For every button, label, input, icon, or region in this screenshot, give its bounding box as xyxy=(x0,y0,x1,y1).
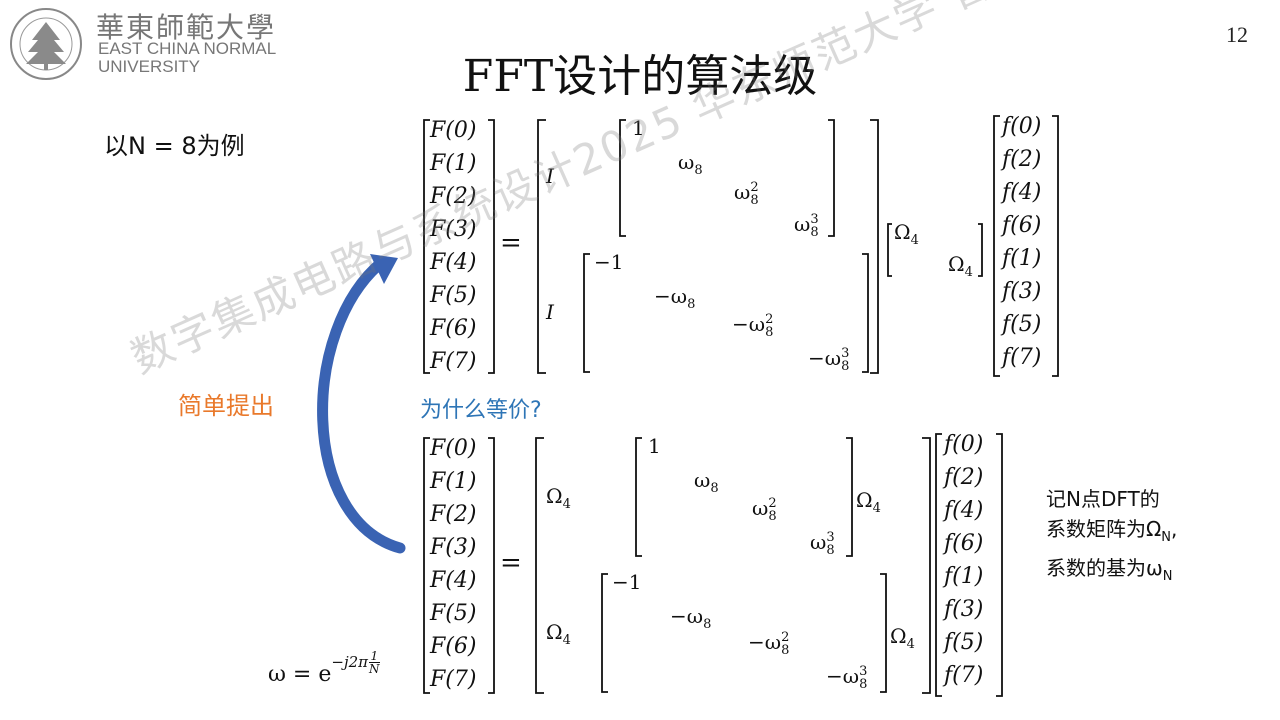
twiddle-entry: −1 xyxy=(594,250,624,274)
omega4-entry: Ω4 xyxy=(948,252,973,280)
identity-I: I xyxy=(546,300,554,324)
f-entry: f(3) xyxy=(1002,279,1042,304)
F-entry: F(6) xyxy=(430,634,477,659)
F-entry: F(2) xyxy=(430,502,477,527)
omega4-entry: Ω4 xyxy=(894,220,919,248)
question-label: 为什么等价? xyxy=(420,398,542,423)
twiddle-entry: ω8 xyxy=(678,150,703,178)
F-entry: F(3) xyxy=(430,535,477,560)
omega4-entry: Ω4 xyxy=(546,484,571,512)
top-f-vector: f(0) f(2) f(4) f(6) f(1) f(3) f(5) f(7) xyxy=(1002,110,1041,374)
f-entry: f(5) xyxy=(1002,312,1042,337)
omega4-entry: Ω4 xyxy=(546,620,571,648)
top-F-vector: F(0) F(1) F(2) F(3) F(4) F(5) F(6) F(7) xyxy=(430,114,476,378)
note-line-3: 系数的基为ωN xyxy=(1046,556,1173,584)
simplify-label: 简单提出 xyxy=(178,392,274,420)
twiddle-entry: −1 xyxy=(612,570,642,594)
note-line-1: 记N点DFT的 xyxy=(1046,487,1160,511)
F-entry: F(0) xyxy=(430,118,477,143)
page-number: 12 xyxy=(1226,22,1248,47)
f-entry: f(1) xyxy=(1002,246,1042,271)
definition-note: 记N点DFT的 系数矩阵为ΩN, 系数的基为ωN xyxy=(1046,484,1177,592)
identity-I: I xyxy=(546,164,554,188)
f-entry: f(3) xyxy=(944,597,984,622)
twiddle-entry: 1 xyxy=(632,116,645,140)
arrow-head-icon xyxy=(370,254,398,284)
F-entry: F(5) xyxy=(430,601,477,626)
twiddle-entry: 1 xyxy=(648,434,661,458)
twiddle-entry: ω8 xyxy=(694,468,719,496)
slide-title: FFT设计的算法级 xyxy=(462,51,818,102)
F-entry: F(1) xyxy=(430,151,477,176)
F-entry: F(5) xyxy=(430,283,477,308)
f-entry: f(7) xyxy=(944,663,984,688)
f-entry: f(2) xyxy=(1002,147,1042,172)
curved-arrow xyxy=(317,256,406,554)
omega4-entry: Ω4 xyxy=(856,488,881,516)
logo-english-line2: UNIVERSITY xyxy=(98,57,201,76)
f-entry: f(7) xyxy=(1002,345,1042,370)
f-entry: f(2) xyxy=(944,465,984,490)
F-entry: F(4) xyxy=(430,568,477,593)
omega4-entry: Ω4 xyxy=(890,624,915,652)
equals-sign: = xyxy=(500,228,522,258)
university-seal-icon xyxy=(10,8,82,80)
note-line-2: 系数矩阵为ΩN, xyxy=(1046,517,1178,545)
F-entry: F(6) xyxy=(430,316,477,341)
example-label: 以N = 8为例 xyxy=(104,132,245,160)
twiddle-entry: −ω8 xyxy=(670,604,712,632)
logo-english-line1: EAST CHINA NORMAL xyxy=(98,39,277,58)
F-entry: F(4) xyxy=(430,250,477,275)
bottom-F-vector: F(0) F(1) F(2) F(3) F(4) F(5) F(6) F(7) xyxy=(430,432,476,696)
F-entry: F(0) xyxy=(430,436,477,461)
F-entry: F(7) xyxy=(430,349,477,374)
F-entry: F(1) xyxy=(430,469,477,494)
F-entry: F(7) xyxy=(430,667,477,692)
F-entry: F(2) xyxy=(430,184,477,209)
logo-english-name: EAST CHINA NORMAL UNIVERSITY xyxy=(98,40,276,76)
bottom-f-vector: f(0) f(2) f(4) f(6) f(1) f(3) f(5) f(7) xyxy=(944,428,983,692)
f-entry: f(1) xyxy=(944,564,984,589)
f-entry: f(6) xyxy=(944,531,984,556)
equals-sign: = xyxy=(500,548,522,578)
f-entry: f(0) xyxy=(1002,114,1042,139)
f-entry: f(4) xyxy=(944,498,984,523)
f-entry: f(5) xyxy=(944,630,984,655)
f-entry: f(6) xyxy=(1002,213,1042,238)
twiddle-entry: −ω8 xyxy=(654,284,696,312)
F-entry: F(3) xyxy=(430,217,477,242)
f-entry: f(0) xyxy=(944,432,984,457)
f-entry: f(4) xyxy=(1002,180,1042,205)
logo-chinese-name: 華東師範大學 xyxy=(96,11,277,44)
